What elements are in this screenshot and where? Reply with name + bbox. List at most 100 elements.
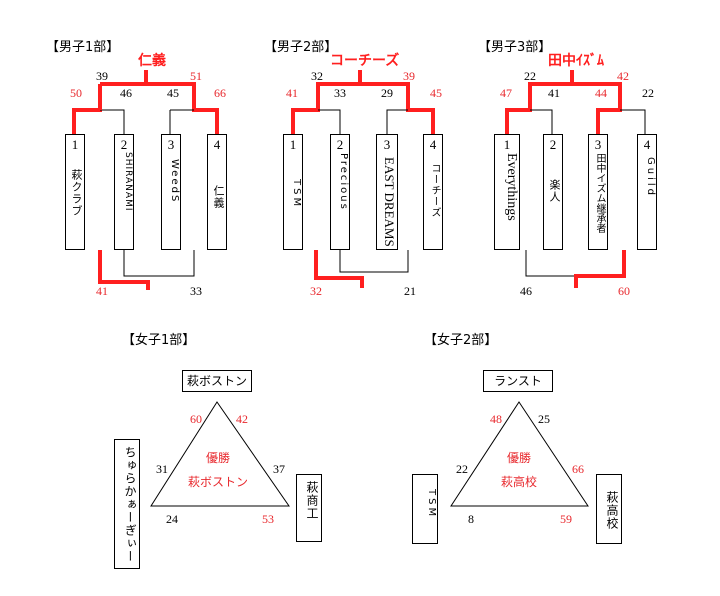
men1-team-2: 2 SHIRANAMI: [114, 134, 134, 250]
team-name: 楽人: [548, 179, 561, 203]
men3-champion: 田中ｲｽﾞﾑ: [548, 53, 604, 69]
men2-champion: コーチーズ: [330, 53, 400, 69]
women1-triangle: [150, 401, 290, 507]
women1-top-left-score: 60: [190, 412, 202, 426]
men1-team-3: 3 WeedS: [161, 134, 181, 250]
team-name: Everythings: [504, 153, 519, 221]
team-seed: 1: [71, 137, 79, 152]
men2-final-left-score: 32: [311, 69, 323, 83]
team-name: 仁義: [212, 185, 225, 209]
men3-third-left-score: 46: [520, 284, 532, 298]
team-name: ちゅらかぁーぎぃー: [123, 446, 137, 563]
women2-right-team: 萩高校: [596, 474, 622, 544]
men3-sf1-left-score: 47: [500, 86, 512, 100]
men3-team-2: 2 楽人: [543, 134, 563, 250]
team-seed: 3: [594, 137, 602, 152]
men3-sf1-right-score: 41: [548, 86, 560, 100]
men1-sf1-left-score: 50: [70, 86, 82, 100]
bracket-men3-lines: [505, 70, 646, 288]
women1-right-team: 萩商工: [296, 474, 322, 542]
men2-team-4: 4 コーチーズ: [423, 134, 443, 250]
women2-section-label: 【女子2部】: [424, 333, 498, 348]
bracket-men1-lines: [72, 70, 219, 290]
women2-top-right-score: 25: [538, 412, 550, 426]
men1-sf1-right-score: 46: [120, 86, 132, 100]
team-seed: 3: [167, 137, 175, 152]
women2-left-top-score: 22: [456, 462, 468, 476]
women1-right-top-score: 37: [273, 462, 285, 476]
team-name: 萩高校: [605, 491, 619, 530]
men1-team-1: 1 萩クラブ: [65, 134, 85, 250]
men1-final-left-score: 39: [96, 69, 108, 83]
women1-left-top-score: 31: [156, 462, 168, 476]
men1-team-4: 4 仁義: [207, 134, 227, 250]
team-name: Guild: [645, 157, 656, 198]
women2-top-left-score: 48: [490, 412, 502, 426]
men3-team-3: 3 田中イズム継承者: [588, 134, 608, 250]
women1-left-bottom-score: 24: [166, 512, 178, 526]
men3-sf2-left-score: 44: [595, 86, 607, 100]
team-name: SHIRANAMI: [123, 152, 133, 212]
team-seed: 2: [336, 137, 344, 152]
men2-sf1-right-score: 33: [334, 86, 346, 100]
team-seed: 1: [289, 137, 297, 152]
women1-left-team: ちゅらかぁーぎぃー: [114, 439, 140, 569]
women2-winner-label: 優勝: [506, 451, 531, 465]
team-name: WeedS: [169, 159, 180, 204]
men3-section-label: 【男子3部】: [478, 40, 552, 55]
women2-left-team: TSM: [412, 474, 438, 544]
team-name: コーチーズ: [429, 163, 440, 218]
team-seed: 4: [643, 137, 651, 152]
team-name: TSM: [426, 489, 437, 520]
men2-team-3: 3 EAST DREAMS: [376, 134, 398, 250]
women1-winner-label: 優勝: [205, 451, 230, 465]
men3-sf2-right-score: 22: [642, 86, 654, 100]
men2-team-2: 2 Precious: [330, 134, 350, 250]
men1-third-left-score: 41: [96, 284, 108, 298]
men2-sf2-left-score: 29: [381, 86, 393, 100]
team-seed: 4: [213, 137, 221, 152]
women1-top-team: 萩ボストン: [182, 370, 252, 392]
bracket-men2-lines: [291, 70, 435, 288]
team-name: EAST DREAMS: [382, 157, 397, 247]
men2-section-label: 【男子2部】: [264, 40, 338, 55]
men1-third-right-score: 33: [190, 284, 202, 298]
women1-top-right-score: 42: [236, 412, 248, 426]
men3-team-1: 1 Everythings: [494, 134, 520, 250]
men1-champion: 仁義: [138, 53, 166, 69]
team-seed: 3: [383, 137, 391, 152]
men3-team-4: 4 Guild: [637, 134, 657, 250]
women2-right-bottom-score: 59: [560, 512, 572, 526]
women1-winner-name: 萩ボストン: [187, 475, 248, 489]
men3-final-left-score: 22: [524, 69, 536, 83]
team-seed: 4: [429, 137, 437, 152]
men3-final-right-score: 42: [617, 69, 629, 83]
team-name: 田中イズム継承者: [594, 153, 605, 233]
women2-triangle: [450, 401, 589, 507]
women1-right-bottom-score: 53: [262, 512, 274, 526]
men2-final-right-score: 39: [403, 69, 415, 83]
men1-sf2-left-score: 45: [167, 86, 179, 100]
team-seed: 2: [120, 137, 128, 152]
team-name: 萩商工: [305, 481, 319, 520]
men2-third-left-score: 32: [310, 284, 322, 298]
women2-right-top-score: 66: [572, 462, 584, 476]
team-seed: 2: [549, 137, 557, 152]
men1-final-right-score: 51: [190, 69, 202, 83]
women2-left-bottom-score: 8: [468, 512, 474, 526]
women1-section-label: 【女子1部】: [122, 333, 196, 348]
men2-sf1-left-score: 41: [286, 86, 298, 100]
women2-winner-name: 萩高校: [500, 475, 537, 489]
women2-top-team: ランスト: [483, 370, 553, 392]
men1-section-label: 【男子1部】: [46, 40, 120, 55]
team-name: Precious: [338, 153, 349, 211]
team-name: TSM: [291, 179, 302, 210]
team-seed: 1: [503, 137, 511, 152]
men2-sf2-right-score: 45: [430, 86, 442, 100]
men3-third-right-score: 60: [618, 284, 630, 298]
men2-team-1: 1 TSM: [283, 134, 303, 250]
men1-sf2-right-score: 66: [214, 86, 226, 100]
team-name: 萩クラブ: [70, 169, 83, 217]
men2-third-right-score: 21: [404, 284, 416, 298]
